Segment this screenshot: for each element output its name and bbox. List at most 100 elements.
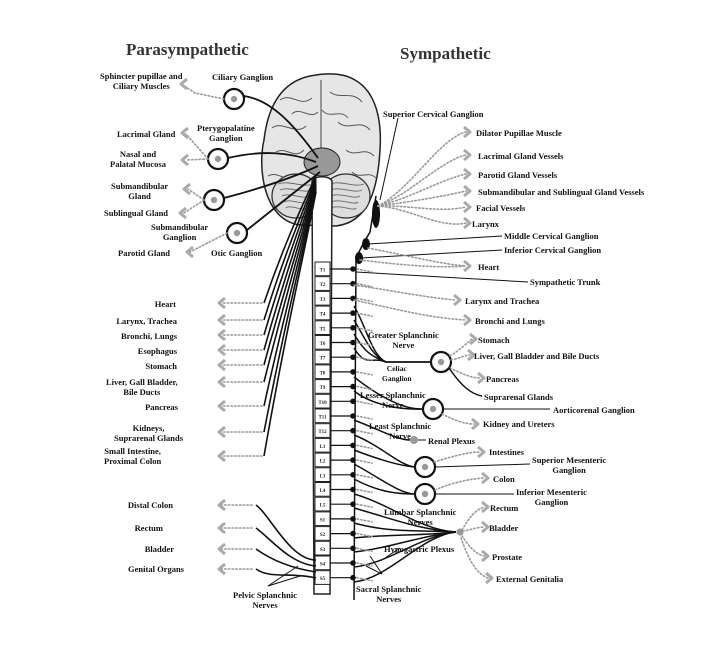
ganglion-label: Otic Ganglion	[211, 248, 263, 258]
splanchnic-fiber	[353, 390, 424, 410]
pelvic-target-label: Bladder	[144, 544, 174, 554]
postganglionic-fiber	[185, 158, 209, 161]
postganglionic-fiber	[377, 190, 467, 207]
lumbar-splanchnic-fiber	[353, 478, 416, 495]
symp-pelvic-target-label: Bladder	[489, 523, 519, 533]
postganglionic-fiber	[377, 173, 467, 207]
ganglion-core	[429, 405, 437, 413]
gray-ramus	[356, 415, 373, 420]
target-arrow	[481, 471, 490, 485]
postganglionic-fiber	[434, 477, 485, 491]
vertebra-label: T8	[320, 371, 326, 376]
postganglionic-fiber	[461, 535, 485, 557]
target-arrow	[217, 328, 226, 342]
lesser-splanchnic-label: Lesser Splanchnic Nerve	[360, 390, 426, 410]
lumbar-splanchnic-label: Lumbar Splanchnic Nerves	[384, 507, 457, 527]
celiac-target-label: Suprarenal Glands	[484, 392, 554, 402]
symp-target-label: Bronchi and Lungs	[475, 316, 545, 326]
ganglion-core	[437, 358, 445, 366]
gray-ramus	[356, 268, 373, 273]
gray-ramus	[356, 400, 373, 406]
postganglionic-fiber	[183, 199, 205, 214]
pointer-line	[360, 249, 503, 259]
target-arrow	[453, 293, 462, 307]
target-arrow	[217, 425, 226, 439]
gray-ramus	[356, 282, 373, 288]
colon-label: Colon	[493, 474, 515, 484]
gray-ramus	[356, 576, 373, 582]
target-arrow	[477, 445, 486, 459]
target-arrow	[481, 549, 490, 563]
lumbar-splanchnic-fiber	[353, 463, 416, 495]
symp-target-label: Larynx and Trachea	[465, 296, 540, 306]
symp-target-label: Facial Vessels	[476, 203, 526, 213]
pointer-line	[369, 555, 383, 575]
cerebellum-fold	[329, 200, 359, 204]
vagal-target-label: Heart	[154, 299, 176, 309]
inf-mesenteric-label: Inferior Mesenteric Ganglion	[516, 487, 587, 507]
preganglionic-fiber	[246, 171, 321, 231]
vagal-target-label: Bronchi, Lungs	[120, 331, 177, 341]
vertebra-label: T1	[320, 269, 326, 274]
ganglion-core	[421, 490, 429, 498]
sympathetic-heading: Sympathetic	[400, 44, 491, 63]
renal-plexus-label: Renal Plexus	[428, 436, 475, 446]
target-arrow	[217, 343, 226, 357]
vagal-target-label: Liver, Gall Bladder, Bile Ducts	[106, 377, 178, 397]
vertebra-label: T5	[320, 327, 326, 332]
pelvic-splanchnic-fiber	[255, 504, 317, 561]
pointer-line	[365, 565, 383, 575]
postganglionic-fiber	[460, 537, 489, 579]
vertebra-label: T4	[320, 313, 326, 318]
target-arrow	[467, 348, 476, 362]
target-arrow	[217, 498, 226, 512]
aorticorenal-label: Aorticorenal Ganglion	[553, 405, 635, 415]
least-splanchnic-label: Least Splanchnic Nerve	[369, 421, 432, 441]
symp-pelvic-target-label: Rectum	[490, 503, 519, 513]
target-arrow	[481, 500, 490, 514]
ganglion-core	[421, 463, 429, 471]
cranial-target-label: Sublingual Gland	[104, 208, 169, 218]
sacral-splanchnic-fiber	[353, 531, 457, 583]
ganglion-core	[214, 155, 222, 163]
pelvic-splanchnic-fiber	[255, 548, 317, 573]
brain-gyrus	[279, 97, 313, 102]
target-arrow	[182, 182, 191, 196]
target-arrow	[471, 417, 480, 431]
target-arrow	[463, 167, 472, 181]
gray-ramus	[356, 459, 373, 464]
target-arrow	[217, 313, 226, 327]
target-arrow	[217, 399, 226, 413]
cerebellum-fold	[329, 206, 357, 210]
vertebra-label: S4	[320, 563, 326, 568]
target-arrow	[469, 332, 478, 346]
postganglionic-fiber	[449, 338, 473, 357]
target-arrow	[180, 153, 189, 167]
middle-cervical-ganglion	[362, 238, 370, 250]
target-arrow	[477, 371, 486, 385]
greater-splanchnic-label: Greater Splanchnic Nerve	[368, 330, 439, 350]
middle-cervical-label: Middle Cervical Ganglion	[504, 231, 599, 241]
vagus-fiber	[263, 185, 317, 383]
postganglionic-fiber	[462, 526, 485, 532]
target-arrow	[463, 125, 472, 139]
vertebra-label: T2	[320, 283, 326, 288]
intestines-label: Intestines	[489, 447, 524, 457]
brain-gyrus	[345, 149, 375, 157]
pointer-line	[267, 565, 299, 587]
cerebellum-fold	[329, 194, 361, 198]
target-arrow	[178, 206, 187, 220]
vagus-fiber	[263, 179, 317, 336]
postganglionic-fiber	[377, 154, 467, 207]
target-arrow	[185, 245, 194, 259]
gray-ramus	[356, 444, 373, 450]
target-arrow	[463, 216, 472, 230]
gray-ramus	[356, 547, 373, 553]
brain-gyrus	[329, 91, 363, 103]
brain-gyrus	[337, 121, 371, 131]
splanchnic-fiber	[353, 419, 411, 441]
vertebra-label: L3	[320, 474, 326, 479]
target-arrow	[463, 259, 472, 273]
sacral-splanchnic-label: Sacral Splanchnic Nerves	[356, 584, 422, 604]
